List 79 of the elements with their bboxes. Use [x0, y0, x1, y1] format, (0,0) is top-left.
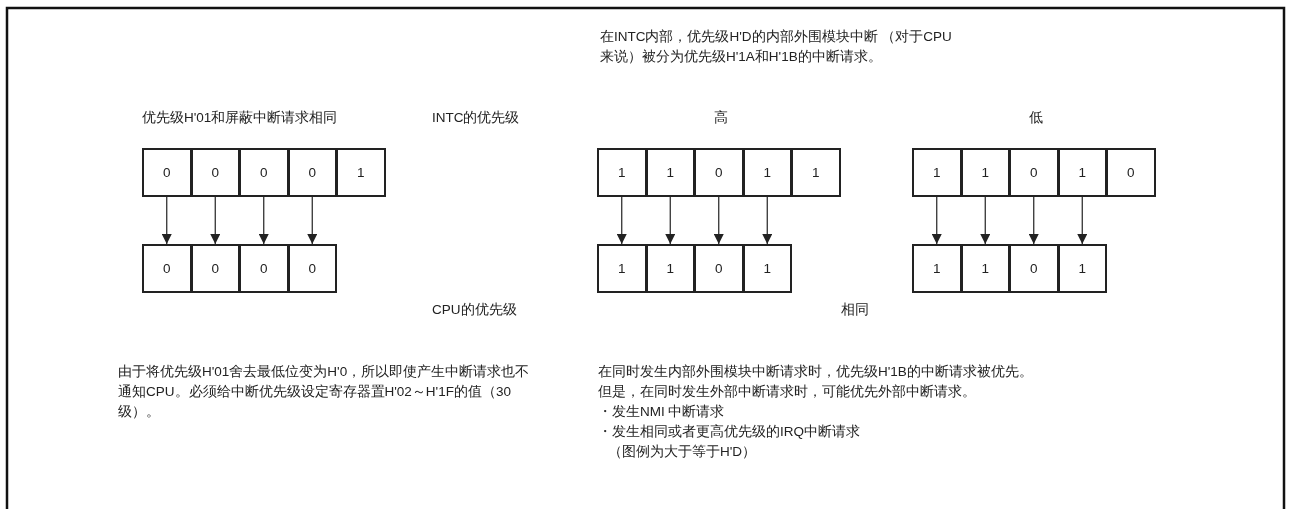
- bullet-text: ・发生相同或者更高优先级的IRQ中断请求: [598, 423, 860, 441]
- bit-value: 1: [666, 165, 674, 180]
- bit-cell: [694, 244, 744, 293]
- bit-cell: [1057, 148, 1107, 197]
- arrow: [1028, 196, 1039, 245]
- arrow: [931, 196, 942, 245]
- bit-cell: [1057, 244, 1107, 293]
- bit-value: 1: [981, 261, 989, 276]
- row-label: CPU的优先级: [432, 301, 517, 319]
- bit-cell: [694, 148, 744, 197]
- bit-cell: [960, 244, 1010, 293]
- caption-text: 相同: [841, 301, 869, 319]
- bit-value: 1: [1078, 165, 1086, 180]
- bit-value: 0: [211, 165, 219, 180]
- column-label: 高: [714, 109, 728, 127]
- bullet-text: ・发生NMI 中断请求: [598, 403, 725, 421]
- arrow: [307, 196, 318, 245]
- bit-cell: [142, 148, 192, 197]
- note-text: 由于将优先级H'01舍去最低位变为H'0，所以即使产生中断请求也不通知CPU。必须给中断优先级设定寄存器置H'02～H'1F的值（30级）。: [118, 363, 531, 421]
- bit-value: 1: [933, 165, 941, 180]
- bit-value: 1: [981, 165, 989, 180]
- note-text: 但是，在同时发生外部中断请求时，可能优先外部中断请求。: [598, 383, 976, 401]
- bit-cell: [239, 148, 289, 197]
- bit-cell: [912, 148, 962, 197]
- bit-value: 0: [715, 165, 723, 180]
- bit-cell: [190, 148, 240, 197]
- bit-value: 1: [618, 165, 626, 180]
- bit-cell: [597, 244, 647, 293]
- bit-cell: [1106, 148, 1156, 197]
- bit-cell: [190, 244, 240, 293]
- bit-cell: [336, 148, 386, 197]
- bit-cell: [742, 244, 792, 293]
- bit-cell: [142, 244, 192, 293]
- note-text: 在同时发生内部外围模块中断请求时，优先级H'1B的中断请求被优先。: [598, 363, 1033, 381]
- bit-cell: [597, 148, 647, 197]
- column-label: 低: [1029, 109, 1043, 127]
- bit-value: 0: [308, 261, 316, 276]
- bit-value: 1: [666, 261, 674, 276]
- bit-cell: [287, 244, 337, 293]
- note-text: （图例为大于等于H'D）: [608, 443, 757, 461]
- arrow: [1077, 196, 1088, 245]
- bit-cell: [960, 148, 1010, 197]
- bit-cell: [742, 148, 792, 197]
- arrow: [616, 196, 627, 245]
- arrow: [210, 196, 221, 245]
- note-text: 在INTC内部，优先级H'D的内部外围模块中断 （对于CPU来说）被分为优先级H'1A和H'1B的中断请求。: [600, 28, 953, 66]
- row-label: INTC的优先级: [432, 109, 520, 127]
- bit-cell: [791, 148, 841, 197]
- bit-value: 1: [812, 165, 820, 180]
- bit-cell: [1009, 244, 1059, 293]
- bit-cell: [645, 148, 695, 197]
- bit-value: 0: [715, 261, 723, 276]
- bit-value: 0: [308, 165, 316, 180]
- bit-value: 1: [1078, 261, 1086, 276]
- bit-cell: [1009, 148, 1059, 197]
- arrow: [762, 196, 773, 245]
- bit-value: 1: [763, 261, 771, 276]
- bit-cell: [912, 244, 962, 293]
- bit-value: 0: [1127, 165, 1135, 180]
- bit-value: 0: [1030, 261, 1038, 276]
- bit-value: 0: [211, 261, 219, 276]
- bit-cell: [239, 244, 289, 293]
- bit-value: 0: [260, 165, 268, 180]
- bit-value: 0: [1030, 165, 1038, 180]
- arrow: [665, 196, 676, 245]
- arrow: [258, 196, 269, 245]
- bit-value: 0: [260, 261, 268, 276]
- bit-value: 1: [357, 165, 365, 180]
- arrow: [161, 196, 172, 245]
- bit-value: 1: [933, 261, 941, 276]
- bit-value: 1: [763, 165, 771, 180]
- caption-text: 优先级H'01和屏蔽中断请求相同: [142, 109, 338, 127]
- bit-cell: [645, 244, 695, 293]
- arrow: [980, 196, 991, 245]
- bit-cell: [287, 148, 337, 197]
- bit-value: 0: [163, 165, 171, 180]
- bit-value: 0: [163, 261, 171, 276]
- bit-value: 1: [618, 261, 626, 276]
- arrow: [713, 196, 724, 245]
